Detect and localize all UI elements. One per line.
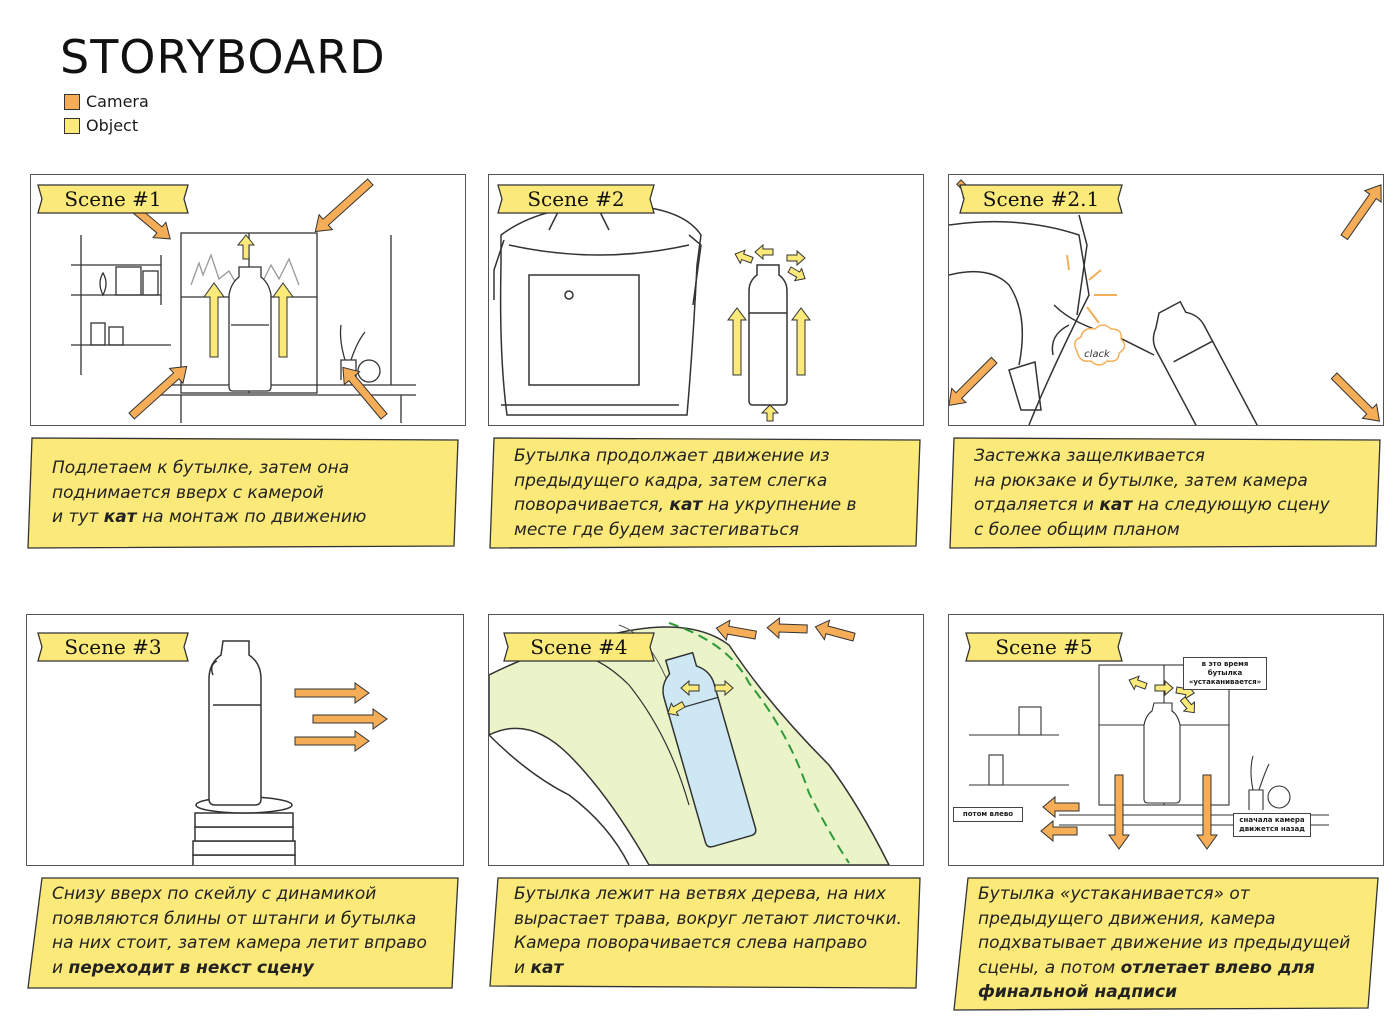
scene-2-caption-line-2: предыдущего кадра, затем слегка (514, 470, 828, 491)
scene-5-frame: в это время бутылка «устаканивается» пот… (948, 614, 1384, 866)
scene-5-caption-line-2: предыдущего движения, камера (978, 908, 1276, 929)
scene-4-badge-label: Scene #4 (530, 635, 628, 659)
scene-2-1-caption-line-4: с более общим планом (974, 519, 1180, 540)
scene-3-sketch (192, 640, 388, 865)
scene-3-caption-line-2: появляются блины от штанги и бутылка (52, 908, 417, 929)
scene-2-1-frame: clack (948, 174, 1384, 426)
scene-4-badge: Scene #4 (500, 630, 658, 664)
scene-4-caption-bold: кат (530, 957, 564, 978)
scene-5-caption-line-1: Бутылка «устаканивается» от (978, 884, 1250, 904)
scene-2-frame (488, 174, 924, 426)
scene-2-caption-line-3b: на укрупнение в (702, 495, 857, 515)
scene-2-1-badge: Scene #2.1 (956, 182, 1126, 216)
scene-4-caption-line-1: Бутылка лежит на ветвях дерева, на них (514, 884, 886, 904)
scene-1-caption: Подлетаем к бутылке, затем она поднимает… (26, 436, 460, 549)
scene-5-badge-label: Scene #5 (995, 635, 1093, 659)
scene-1-caption-line-3b: на монтаж по движению (136, 507, 367, 527)
legend-object-label: Object (86, 116, 139, 135)
scene-5-caption-line-3: подхватывает движение из предыдущей (978, 933, 1351, 953)
scene-3-caption-line-3: на них стоит, затем камера летит вправо (52, 933, 427, 953)
scene-5-note-back: сначала камера движется назад (1233, 813, 1311, 837)
scene-5-caption-bold-2: финальной надписи (978, 982, 1178, 1002)
scene-5-note-left: потом влево (953, 807, 1023, 822)
scene-4-caption-line-4a: и (514, 957, 531, 978)
legend-object: Object (64, 116, 138, 135)
scene-2-1-caption-line-3a: отдаляется и (974, 495, 1100, 515)
scene-2-1-caption-line-3b: на следующую сцену (1132, 495, 1330, 515)
scene-2-sketch (493, 204, 811, 422)
scene-2-caption: Бутылка продолжает движение из предыдуще… (488, 436, 922, 549)
scene-4-caption: Бутылка лежит на ветвях дерева, на них в… (488, 876, 922, 989)
legend-camera-label: Camera (86, 92, 149, 111)
scene-3-caption: Снизу вверх по скейлу с динамикой появля… (26, 876, 460, 989)
scene-1-caption-line-2: поднимается вверх с камерой (52, 482, 324, 503)
scene-2-caption-line-1: Бутылка продолжает движение из (514, 446, 830, 466)
scene-3-caption-bold: переходит в некст сцену (68, 957, 314, 978)
page-title: STORYBOARD (60, 30, 386, 84)
scene-5-note-settling: в это время бутылка «устаканивается» (1183, 657, 1267, 690)
scene-2-1-sketch: clack (949, 179, 1382, 425)
scene-2-badge-label: Scene #2 (527, 187, 625, 211)
scene-2-caption-line-4: месте где будем застегиваться (514, 519, 800, 540)
clack-sfx: clack (1084, 349, 1111, 360)
scene-5-badge: Scene #5 (962, 630, 1126, 664)
scene-1-badge: Scene #1 (34, 182, 192, 216)
scene-3-badge: Scene #3 (34, 630, 192, 664)
scene-4-caption-line-3: Камера поворачивается слева направо (514, 933, 868, 953)
object-swatch (64, 117, 80, 134)
scene-5-caption-bold-1: отлетает влево для (1120, 957, 1315, 978)
scene-5-sketch (969, 664, 1329, 850)
scene-1-badge-label: Scene #1 (64, 187, 162, 211)
scene-4-caption-line-2: вырастает трава, вокруг летают листочки. (514, 908, 902, 929)
scene-2-badge: Scene #2 (494, 182, 658, 216)
scene-3-caption-line-1: Снизу вверх по скейлу с динамикой (52, 884, 377, 904)
scene-3-caption-line-4a: и (52, 957, 69, 978)
scene-2-1-caption-line-1: Застежка защелкивается (974, 446, 1205, 466)
scene-3-badge-label: Scene #3 (64, 635, 162, 659)
camera-swatch (64, 93, 80, 110)
scene-1-sketch (71, 178, 416, 423)
scene-2-caption-bold: кат (669, 495, 703, 515)
legend-camera: Camera (64, 92, 149, 111)
scene-2-1-caption-bold: кат (1099, 495, 1133, 515)
scene-1-caption-bold: кат (103, 507, 137, 527)
scene-1-caption-line-1: Подлетаем к бутылке, затем она (52, 458, 350, 478)
scene-2-1-badge-label: Scene #2.1 (982, 187, 1100, 211)
scene-5-caption: Бутылка «устаканивается» от предыдущего … (948, 876, 1382, 1012)
scene-2-caption-line-3a: поворачивается, (514, 495, 670, 515)
scene-2-1-caption-line-2: на рюкзаке и бутылке, затем камера (974, 470, 1308, 491)
scene-5-caption-line-4a: сцены, а потом (978, 957, 1121, 978)
scene-2-1-caption: Застежка защелкивается на рюкзаке и буты… (948, 436, 1382, 549)
scene-1-caption-line-3a: и тут (52, 507, 104, 527)
scene-1-frame (30, 174, 466, 426)
